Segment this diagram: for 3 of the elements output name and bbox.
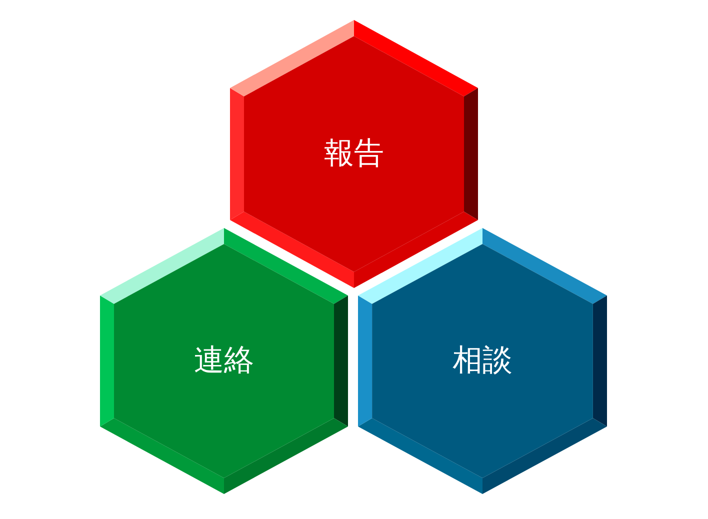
tile-label: 相談 [452,343,514,379]
tile-label: 報告 [323,136,385,172]
tile-label: 連絡 [193,343,255,379]
